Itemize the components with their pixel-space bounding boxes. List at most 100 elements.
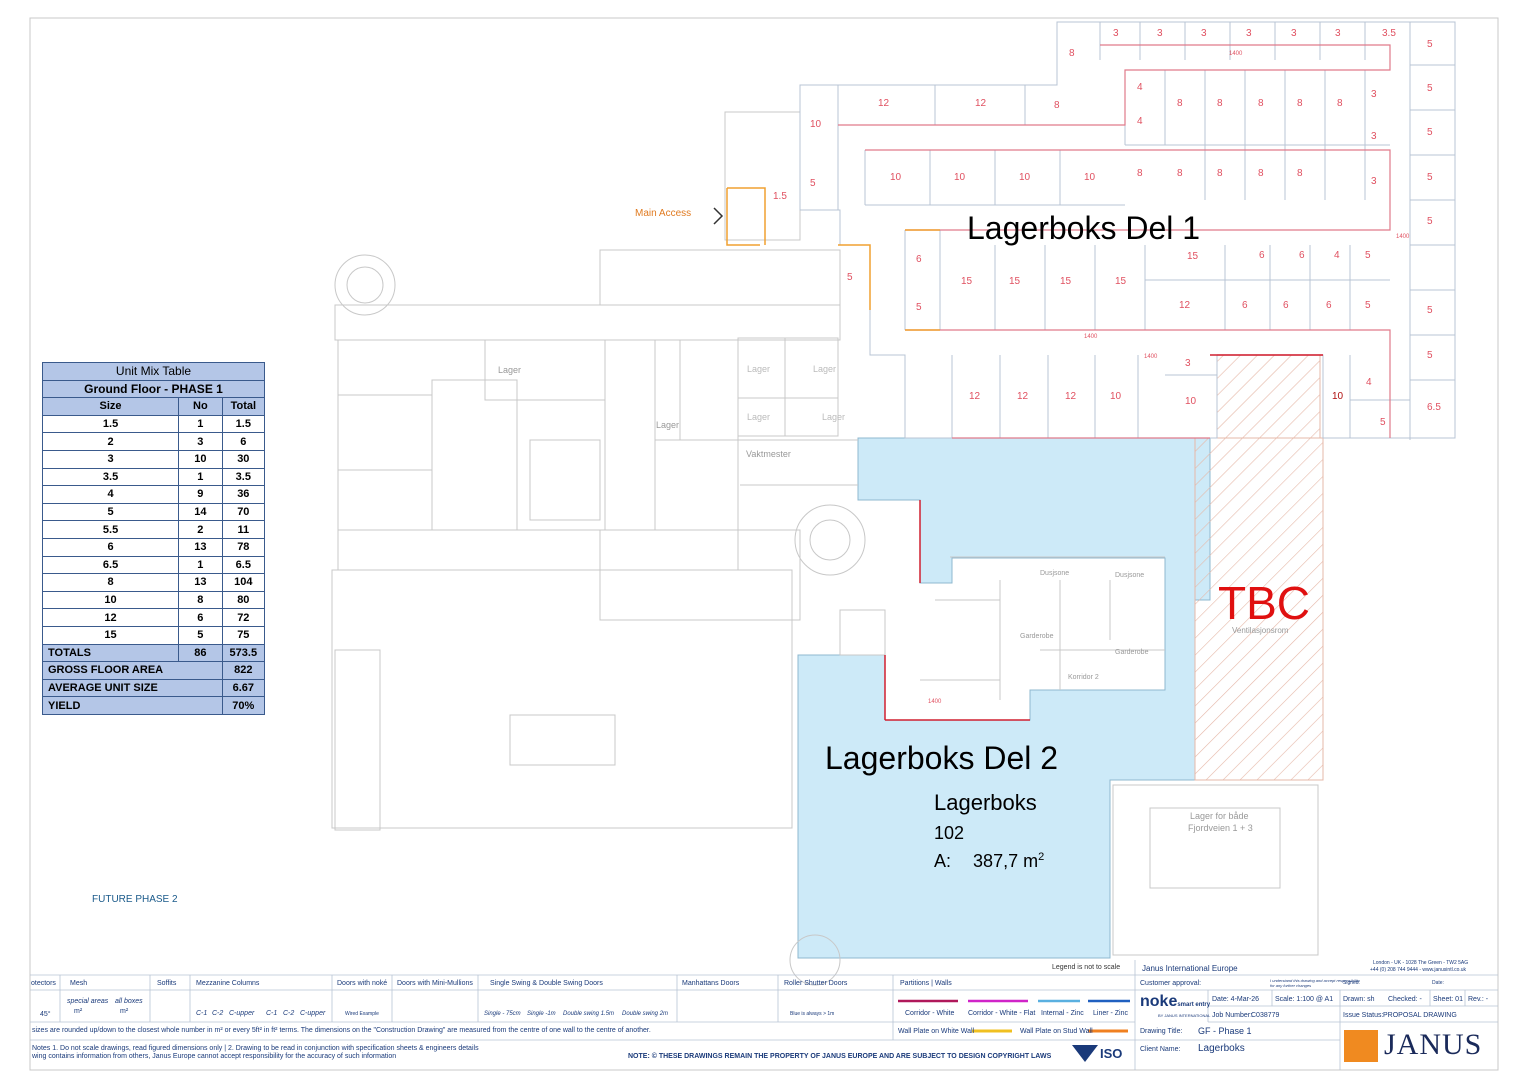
unit-number: 3 [1113,28,1119,39]
unit-number: 12 [1179,300,1191,311]
zone-tbc-room: Ventilasjonsrom [1232,626,1289,635]
cell-total: 70 [221,502,266,522]
lager-fjord-2: Fjordveien 1 + 3 [1188,823,1253,833]
mezz-c2: C-2 [212,1010,224,1017]
approval-text2: for any further changes [1270,983,1312,988]
room-korridor: Korridor 2 [1068,674,1099,681]
legend-manhattan: Manhattans Doors [682,980,740,987]
unit-number: 8 [1069,48,1075,59]
issue-status: PROPOSAL DRAWING [1383,1012,1457,1019]
cell-total: 3.5 [221,467,266,487]
avg-label: AVERAGE UNIT SIZE [42,678,223,698]
cell-no: 9 [178,485,223,504]
yield-value: 70% [221,696,266,715]
room-lager: Lager [813,364,837,374]
job-number-label: Job Number: [1212,1012,1253,1019]
note-line3: wing contains information from others, J… [32,1053,397,1060]
unit-number: 1.5 [773,191,787,202]
janus-logo-mark [1344,1030,1378,1062]
double-2: Double swing 2m [622,1011,669,1017]
sheet-field: Sheet: 01 [1433,996,1463,1003]
mezz-c1b: C-1 [266,1010,278,1017]
unit-number: 1400 [1144,354,1158,360]
liner-zinc: Liner - Zinc [1093,1010,1129,1017]
unit-number: 15 [961,276,973,287]
cell-size: 6.5 [41,555,180,575]
unit-number: 3 [1371,176,1377,187]
del2-area-label: A: [934,851,952,871]
unit-number: 15 [1060,276,1072,287]
totals-total: 573.5 [221,643,266,663]
note-line2: Notes 1. Do not scale drawings, read fig… [32,1045,479,1052]
unit-number: 6 [916,254,922,265]
mesh-m2: m² [74,1008,83,1015]
cell-size: 10 [41,590,180,610]
issue-status-label: Issue Status: [1343,1012,1384,1019]
del2-area: A: 387,7 m2 [934,851,1044,872]
room-garderobe: Garderobe [1020,633,1054,640]
unit-number: 10 [954,172,966,183]
col-no: No [178,397,223,416]
unit-number: 3 [1291,28,1297,39]
cell-no: 1 [178,467,223,487]
unit-number: 5 [1380,417,1386,428]
cell-no: 5 [178,625,223,645]
client-label: Client Name: [1140,1046,1181,1053]
janus-brand: JANUS [1384,1028,1483,1061]
scale-field: Scale: 1:100 @ A1 [1275,996,1334,1003]
unit-number: 10 [1332,391,1344,402]
legend-mezz: Mezzanine Columns [196,980,260,987]
company-phone: +44 (0) 208 744 9444 - www.janusintl.co.… [1370,967,1467,973]
drawing-title-label: Drawing Title: [1140,1028,1183,1035]
col-size: Size [41,397,180,416]
signed-label: Signed: [1343,980,1360,986]
corr-white-flat: Corridor - White - Flat [968,1010,1036,1017]
room-dusjsone: Dusjsone [1115,572,1145,579]
client-name: Lagerboks [1198,1043,1245,1054]
unit-number: 15 [1187,251,1199,262]
sheet-border [29,17,1499,1071]
unit-number: 1400 [1229,51,1243,57]
access-walls [726,187,940,331]
zone-del2-area [797,437,1211,959]
unit-number: 3 [1157,28,1163,39]
unit-number: 5 [1427,305,1433,316]
yield-label: YIELD [42,696,223,715]
main-access-label[interactable]: Main Access [635,208,692,219]
unit-number: 4 [1334,250,1340,261]
unit-number: 5 [1427,350,1433,361]
zone-tbc-top [1216,354,1321,439]
cell-total: 36 [221,485,266,504]
title-block-grid [30,960,1498,1070]
legend-partitions: Partitions | Walls [900,980,952,987]
unit-number: 3 [1371,89,1377,100]
del2-area-sup: 2 [1038,851,1045,863]
unit-number: 3 [1185,358,1191,369]
cell-total: 30 [221,449,266,469]
cell-size: 5.5 [41,520,180,539]
unit-mix-table: Unit Mix Table Ground Floor - PHASE 1 Si… [41,362,266,715]
protector-angle: 45° [40,1011,51,1018]
unit-number: 5 [1427,39,1433,50]
unit-number: 8 [1217,98,1223,109]
wired-example: Wired Example [345,1011,379,1017]
unit-number: 10 [1110,391,1122,402]
unit-number: 8 [1297,168,1303,179]
unit-number: 12 [1017,391,1029,402]
zone-tbc-label: TBC [1218,577,1310,629]
unit-number: 8 [1054,100,1060,111]
legend-mesh: Mesh [70,980,88,987]
wall-plate-white: Wall Plate on White Wall [898,1028,975,1035]
cell-size: 12 [41,608,180,627]
cell-size: 8 [41,573,180,592]
future-phase-label: FUTURE PHASE 2 [92,894,178,905]
unit-number: 6.5 [1427,402,1441,413]
del2-area-value: 387,7 m [973,851,1039,871]
unit-number: 1400 [1084,334,1098,340]
unit-number: 8 [1258,98,1264,109]
